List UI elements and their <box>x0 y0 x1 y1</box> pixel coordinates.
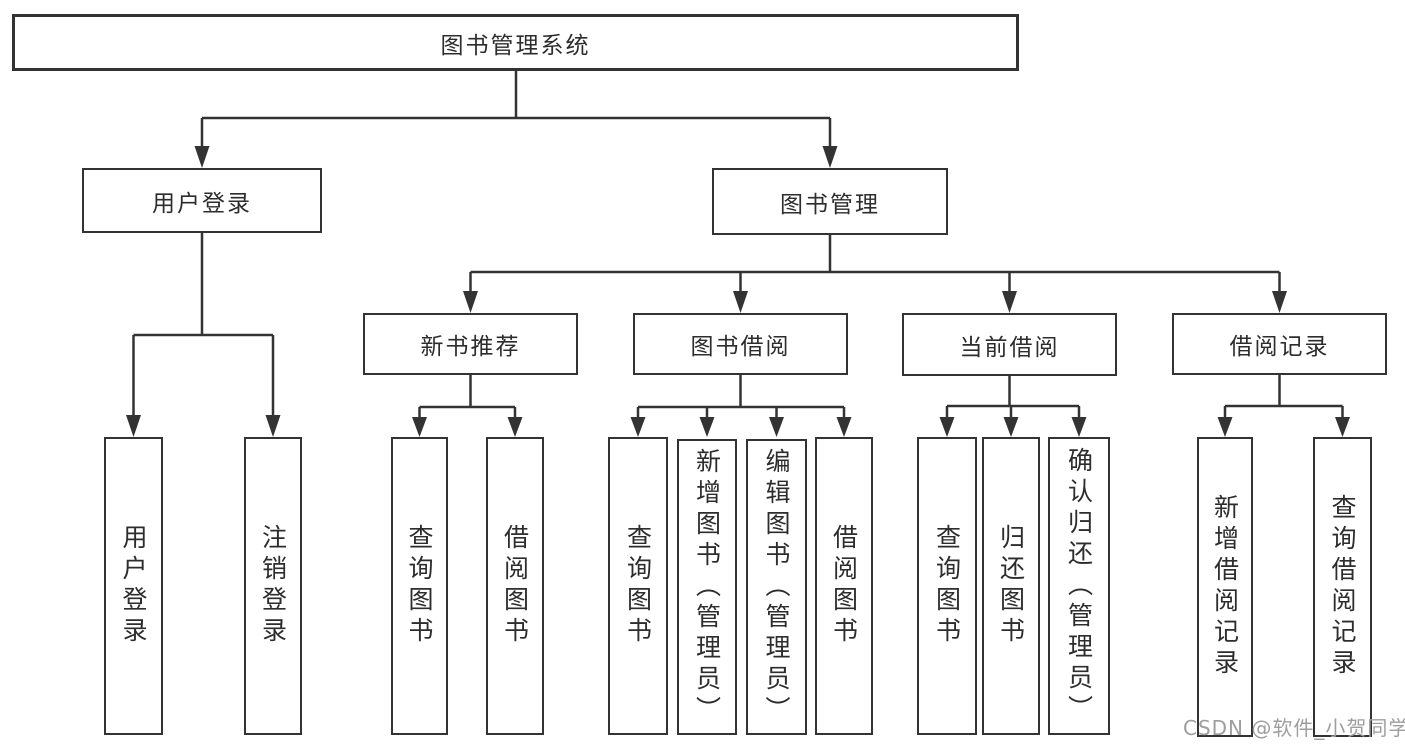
node-label: 图书管理系统 <box>440 32 591 59</box>
node-label: 查询借阅记录 <box>1328 494 1357 680</box>
leaf-query-borrow-record: 查询借阅记录 <box>1313 437 1372 737</box>
leaf-edit-books-admin: 编辑图书（管理员） <box>746 439 807 735</box>
leaf-add-books-admin: 新增图书（管理员） <box>677 439 737 735</box>
node-borrowing-records: 借阅记录 <box>1172 313 1387 375</box>
leaf-return-books: 归还图书 <box>982 437 1040 735</box>
node-label: 注销登录 <box>258 524 288 648</box>
node-label: 新增借阅记录 <box>1210 494 1240 680</box>
csdn-watermark: CSDN @软件_小贺同学 <box>1183 716 1405 740</box>
leaf-borrow-books-recommend: 借阅图书 <box>486 437 544 735</box>
node-label: 查询图书 <box>623 524 653 648</box>
leaf-query-books-recommend: 查询图书 <box>391 437 448 735</box>
node-label: 查询图书 <box>932 524 962 648</box>
node-label: 借阅图书 <box>829 524 859 648</box>
node-label: 当前借阅 <box>959 334 1060 361</box>
node-label: 查询图书 <box>405 524 434 648</box>
arrowheads <box>126 146 1350 437</box>
node-label: 借阅记录 <box>1229 334 1330 360</box>
node-label: 借阅图书 <box>500 524 530 648</box>
node-label: 图书管理 <box>780 191 880 218</box>
leaf-confirm-return-admin: 确认归还（管理员） <box>1048 437 1110 735</box>
leaf-user-login: 用户登录 <box>104 437 163 735</box>
node-book-management-branch: 图书管理 <box>712 168 948 235</box>
leaf-query-books-current: 查询图书 <box>917 437 977 735</box>
node-label: 用户登录 <box>119 524 148 648</box>
node-current-borrowing: 当前借阅 <box>902 313 1117 376</box>
leaf-logout: 注销登录 <box>244 437 302 735</box>
node-label: 归还图书 <box>996 524 1026 648</box>
node-label: 新书推荐 <box>420 334 521 360</box>
node-book-borrowing: 图书借阅 <box>633 313 848 375</box>
node-new-book-recommend: 新书推荐 <box>363 313 578 375</box>
leaf-query-books-borrow: 查询图书 <box>608 437 668 735</box>
node-label: 编辑图书（管理员） <box>762 447 791 727</box>
node-label: 用户登录 <box>152 190 252 217</box>
leaf-add-borrow-record: 新增借阅记录 <box>1197 437 1253 737</box>
node-label: 确认归还（管理员） <box>1064 446 1094 726</box>
node-label: 图书借阅 <box>690 334 791 360</box>
node-label: 新增图书（管理员） <box>692 447 722 727</box>
node-library-management-system: 图书管理系统 <box>12 14 1019 71</box>
node-user-login-branch: 用户登录 <box>82 168 322 233</box>
leaf-borrow-books: 借阅图书 <box>815 437 873 735</box>
